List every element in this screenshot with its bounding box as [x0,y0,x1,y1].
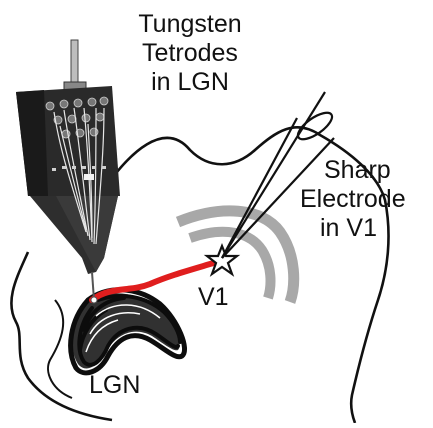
microdrive-icon [16,39,120,301]
tetrodes-label: Tungsten Tetrodes in LGN [105,10,275,97]
star-icon [203,243,241,277]
sharp-label-line-1: Sharp [324,156,391,184]
v1-label: V1 [198,283,229,311]
sharp-label-line-2: Electrode [300,185,406,213]
sharp-electrode-icon [221,91,335,259]
lgn-layer-gaps [85,304,161,353]
skull-inner-outline [47,299,73,399]
v1-band-inner [188,226,276,300]
v1-band-outer [175,205,300,304]
sharp-electrode-label: Sharp Electrode in V1 [300,156,432,243]
sharp-label-line-3: in V1 [320,214,377,242]
tetrodes-label-line-1: Tungsten [138,10,242,38]
tetrodes-label-line-3: in LGN [151,68,229,96]
lgn-v1-connection [89,259,221,303]
lgn-label: LGN [89,371,141,399]
tetrodes-label-line-2: Tetrodes [142,39,238,67]
brain-outline [10,126,390,424]
tetrode-tip-icon [90,296,98,304]
